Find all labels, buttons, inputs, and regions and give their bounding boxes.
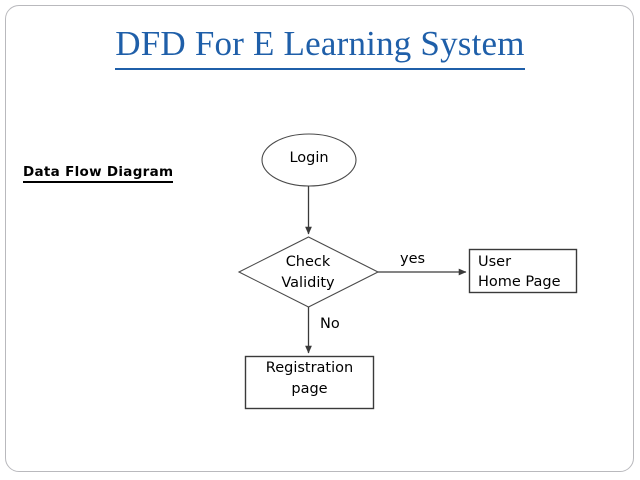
edge-label-no: No [320, 316, 340, 332]
node-user-home-page-label: User Home Page [478, 254, 561, 290]
section-caption: Data Flow Diagram [23, 164, 174, 183]
page-title: DFD For E Learning System [0, 22, 640, 70]
section-caption-text: Data Flow Diagram [23, 164, 174, 183]
page-title-text: DFD For E Learning System [115, 22, 525, 70]
node-decision-label: Check Validity [281, 254, 335, 291]
node-registration-page-label: Registration page [265, 360, 354, 397]
node-registration-page-shape [244, 355, 375, 410]
node-user-home-page-shape [468, 248, 578, 294]
edge-label-yes: yes [400, 251, 426, 267]
node-login-label: Login [289, 150, 329, 166]
